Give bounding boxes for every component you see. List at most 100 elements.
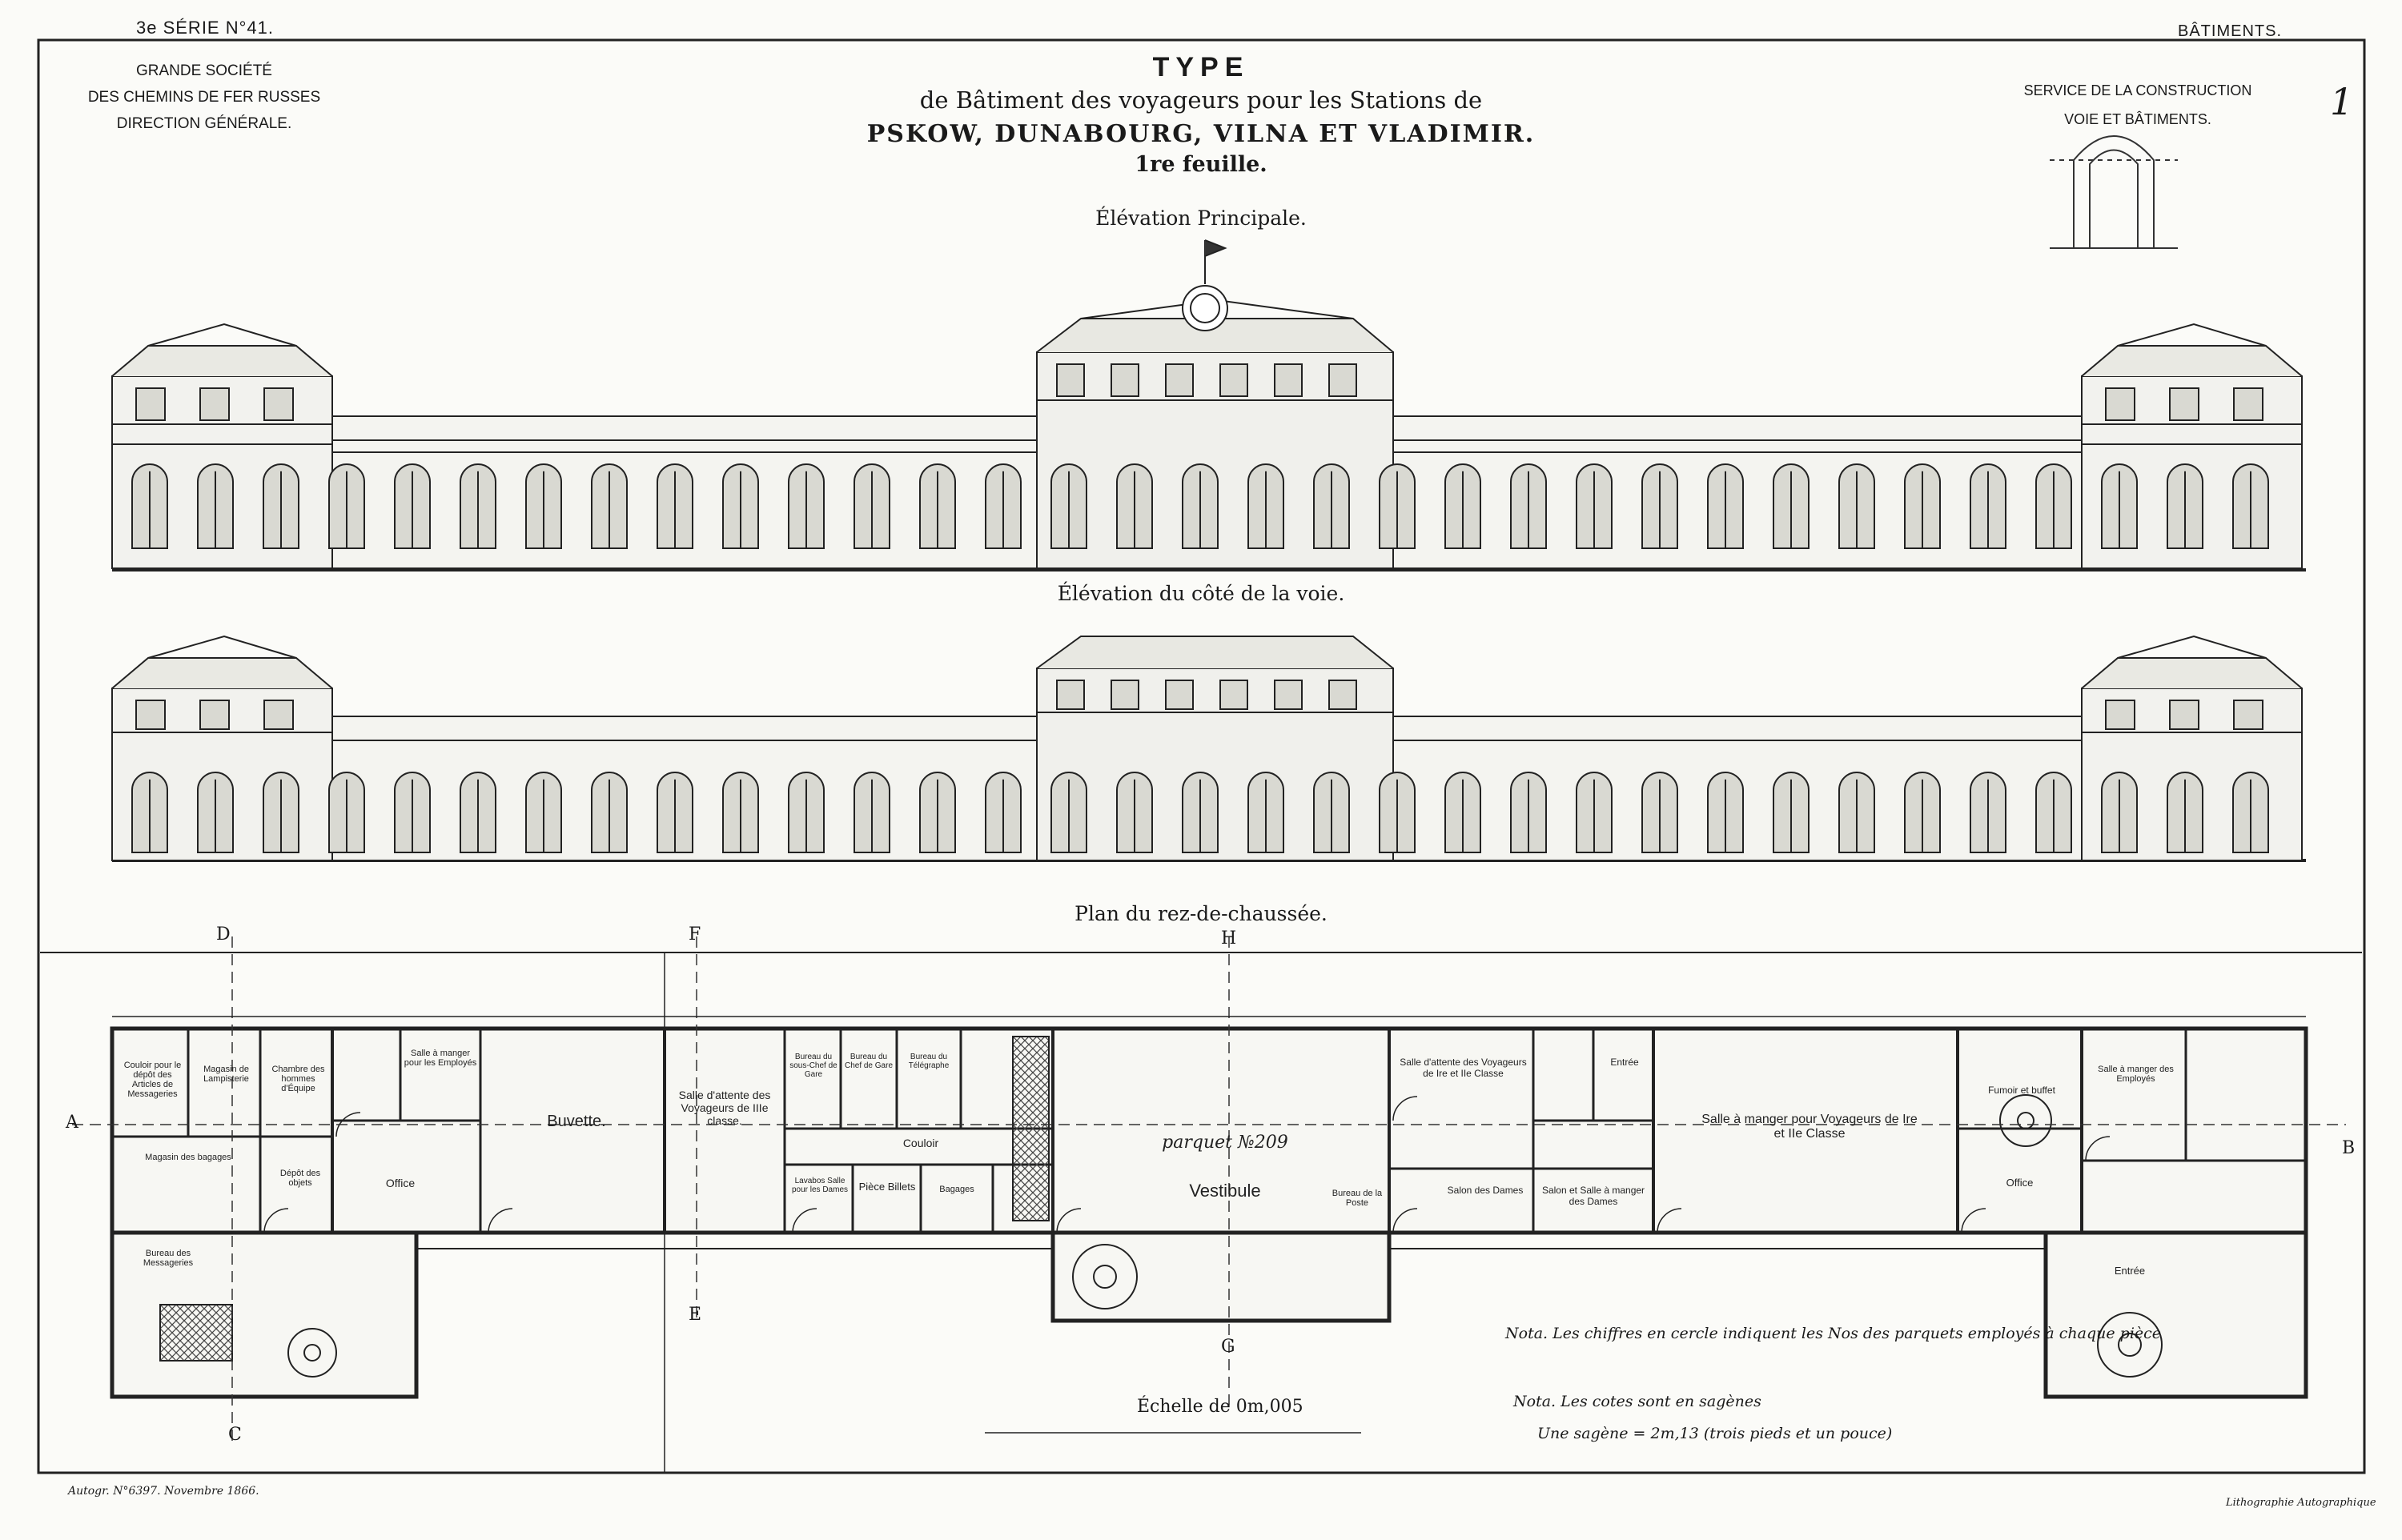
service-line: VOIE ET BÂTIMENTS. xyxy=(2064,111,2211,127)
section-letter: E xyxy=(689,1305,702,1325)
room-label: Office xyxy=(385,1177,416,1189)
room-label: Chambre des hommes d'Équipe xyxy=(271,1065,325,1093)
door-swing xyxy=(263,1208,289,1233)
room-label: Bureau du sous-Chef de Gare xyxy=(789,1053,837,1079)
door-swing xyxy=(488,1208,513,1233)
elevation-track-label: Élévation du côté de la voie. xyxy=(1057,582,1345,605)
room-label: Office xyxy=(2006,1177,2034,1189)
ground-floor-plan xyxy=(40,952,2362,1473)
company-block: GRANDE SOCIÉTÉ DES CHEMINS DE FER RUSSES… xyxy=(72,58,336,137)
title-sheet: 1re feuille. xyxy=(1135,152,1267,177)
upper-window xyxy=(1328,680,1357,710)
upper-window xyxy=(2233,387,2263,421)
door-swing xyxy=(792,1208,817,1233)
hatched-zone xyxy=(159,1304,233,1362)
door-swing xyxy=(2085,1136,2111,1161)
dimension-line xyxy=(112,1016,2306,1434)
room-label: Entrée xyxy=(2114,1265,2146,1277)
room-label: Vestibule xyxy=(1189,1181,1261,1201)
room-label: Buvette. xyxy=(547,1113,606,1130)
sheet-number: 1 xyxy=(2330,80,2354,123)
upper-window xyxy=(1328,363,1357,397)
upper-window xyxy=(2169,387,2199,421)
room-label: Salle à manger pour Voyageurs de Ire et … xyxy=(1701,1113,1918,1141)
section-letter: F xyxy=(689,924,701,944)
room-label: Entrée xyxy=(1610,1057,1639,1068)
room-label: Couloir xyxy=(902,1137,939,1149)
upper-window xyxy=(263,387,294,421)
elevation-track-windows xyxy=(131,772,2269,853)
service-line: SERVICE DE LA CONSTRUCTION xyxy=(2023,82,2252,98)
upper-window xyxy=(1056,680,1085,710)
service-block: SERVICE DE LA CONSTRUCTION VOIE ET BÂTIM… xyxy=(1938,76,2338,134)
elevation-main-upper-windows xyxy=(135,363,2263,421)
section-letter: D xyxy=(216,924,231,944)
room-label: Magasin des bagages xyxy=(145,1153,231,1162)
series-number: 3e SÉRIE N°41. xyxy=(136,18,274,38)
room-label: Couloir pour le dépôt des Articles de Me… xyxy=(123,1061,182,1099)
axis-lines xyxy=(72,936,2346,1441)
room-label: Bureau de la Poste xyxy=(1332,1189,1383,1208)
upper-window xyxy=(1274,363,1303,397)
upper-window xyxy=(2169,700,2199,730)
upper-window xyxy=(2233,700,2263,730)
arch-detail xyxy=(2050,135,2178,249)
stairs xyxy=(287,1094,2163,1378)
plan-label: Plan du rez-de-chaussée. xyxy=(1074,902,1328,925)
category-label: BÂTIMENTS. xyxy=(2178,22,2283,40)
room-label: Bagages xyxy=(939,1185,974,1194)
room-label: Pièce Billets xyxy=(858,1181,916,1193)
door-swing xyxy=(1392,1208,1418,1233)
upper-window xyxy=(1056,363,1085,397)
section-letter: A xyxy=(66,1113,78,1133)
title-stations: PSKOW, DUNABOURG, VILNA ET VLADIMIR. xyxy=(866,120,1536,148)
upper-window xyxy=(2105,700,2135,730)
company-line: GRANDE SOCIÉTÉ xyxy=(136,62,272,79)
room-label: Dépôt des objets xyxy=(279,1169,321,1188)
upper-window xyxy=(135,700,166,730)
elevation-main-windows xyxy=(131,463,2269,549)
room-label: Lavabos Salle pour les Dames xyxy=(791,1177,849,1194)
upper-window xyxy=(1165,680,1194,710)
upper-window xyxy=(199,387,230,421)
upper-window xyxy=(199,700,230,730)
scale-label: Échelle de 0m,005 xyxy=(1137,1397,1303,1417)
upper-window xyxy=(135,387,166,421)
room-label: Magasin de Lampisterie xyxy=(203,1065,249,1084)
room-label: Salon des Dames xyxy=(1447,1185,1524,1196)
room-label: Bureau du Chef de Gare xyxy=(844,1053,894,1070)
upper-window xyxy=(263,700,294,730)
footer-right: Lithographie Autographique xyxy=(2226,1497,2376,1509)
section-letter: G xyxy=(1221,1337,1235,1357)
door-swing xyxy=(1657,1208,1682,1233)
elevation-track-upper-windows xyxy=(135,680,2263,730)
company-line: DES CHEMINS DE FER RUSSES xyxy=(87,89,321,106)
upper-window xyxy=(1111,680,1139,710)
section-letter: B xyxy=(2342,1138,2356,1158)
upper-window xyxy=(1219,680,1248,710)
room-label: Bureau des Messageries xyxy=(143,1249,194,1268)
section-letter: C xyxy=(228,1425,242,1445)
upper-window xyxy=(1219,363,1248,397)
upper-window xyxy=(1274,680,1303,710)
room-label: Salle à manger des Employés xyxy=(2098,1065,2174,1084)
room-label: Bureau du Télégraphe xyxy=(908,1053,950,1070)
room-label: Salle d'attente des Voyageurs de Ire et … xyxy=(1400,1057,1527,1079)
elevation-main-label: Élévation Principale. xyxy=(1095,207,1307,230)
note-sagene: Une sagène = 2m,13 (trois pieds et un po… xyxy=(1537,1425,1893,1442)
door-swing xyxy=(335,1112,361,1137)
parquet-label: parquet №209 xyxy=(1162,1133,1288,1153)
upper-window xyxy=(1111,363,1139,397)
note-parquets: Nota. Les chiffres en cercle indiquent l… xyxy=(1505,1325,2162,1342)
room-label: Salle d'attente des Voyageurs de IIIe cl… xyxy=(678,1089,771,1127)
title-subtitle: de Bâtiment des voyageurs pour les Stati… xyxy=(919,86,1483,114)
door-arcs xyxy=(263,1096,2111,1233)
note-cotes: Nota. Les cotes sont en sagènes xyxy=(1513,1393,1761,1410)
section-letter: H xyxy=(1221,928,1237,948)
footer-left: Autogr. N°6397. Novembre 1866. xyxy=(68,1485,259,1498)
title-type: TYPE xyxy=(1152,52,1250,82)
hatched-zone xyxy=(1012,1036,1050,1221)
door-swing xyxy=(1056,1208,1082,1233)
